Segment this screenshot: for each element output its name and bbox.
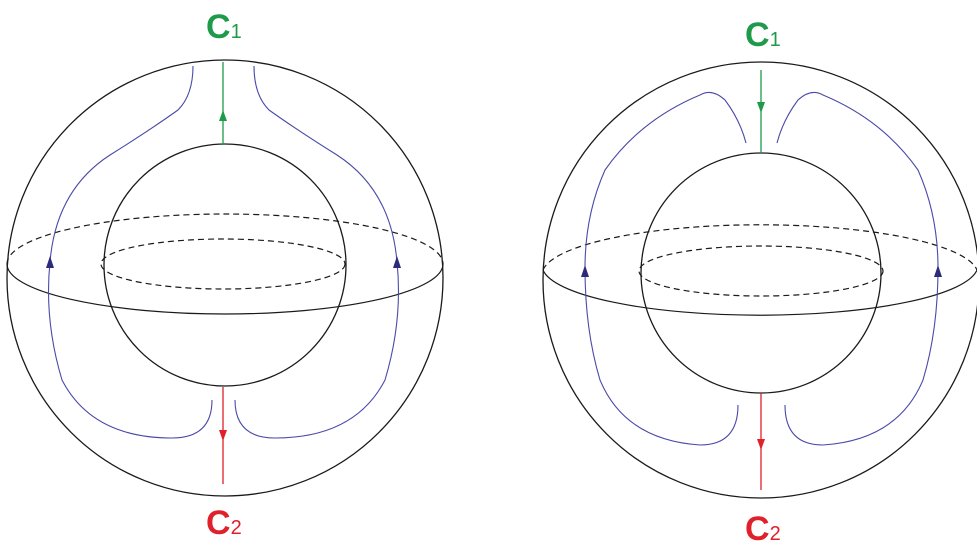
left-inner-sphere xyxy=(103,143,347,387)
left-flow-arrow-icon-1 xyxy=(46,256,54,268)
left-c2-label: C2 xyxy=(206,504,242,542)
right-flow-line-right xyxy=(776,91,939,446)
right-c2-label: C2 xyxy=(745,510,781,546)
left-outer-equator-front xyxy=(6,263,444,315)
left-flow-line-right xyxy=(234,65,400,439)
right-outer-equator-back xyxy=(542,224,977,271)
right-c1-arrow-icon xyxy=(757,102,765,113)
left-c2-arrow-icon xyxy=(219,430,227,441)
left-inner-equator xyxy=(100,238,346,290)
left-outer-equator-back xyxy=(6,213,444,265)
right-c1-label: C1 xyxy=(745,16,781,54)
right-panel xyxy=(542,61,977,499)
right-flow-line-left xyxy=(584,91,747,446)
left-panel xyxy=(6,59,444,497)
left-flow-arrow-icon-2 xyxy=(393,256,401,268)
left-c1-label: C1 xyxy=(206,8,242,46)
right-flow-arrow-icon-2 xyxy=(934,265,942,277)
right-inner-sphere xyxy=(640,152,882,394)
right-outer-sphere xyxy=(542,61,977,499)
right-c2-arrow-icon xyxy=(757,439,765,450)
right-inner-equator xyxy=(638,245,884,297)
left-outer-sphere xyxy=(6,59,444,497)
right-flow-arrow-icon-1 xyxy=(581,265,589,277)
left-c1-arrow-icon xyxy=(219,110,227,121)
right-outer-equator-front xyxy=(542,269,977,316)
